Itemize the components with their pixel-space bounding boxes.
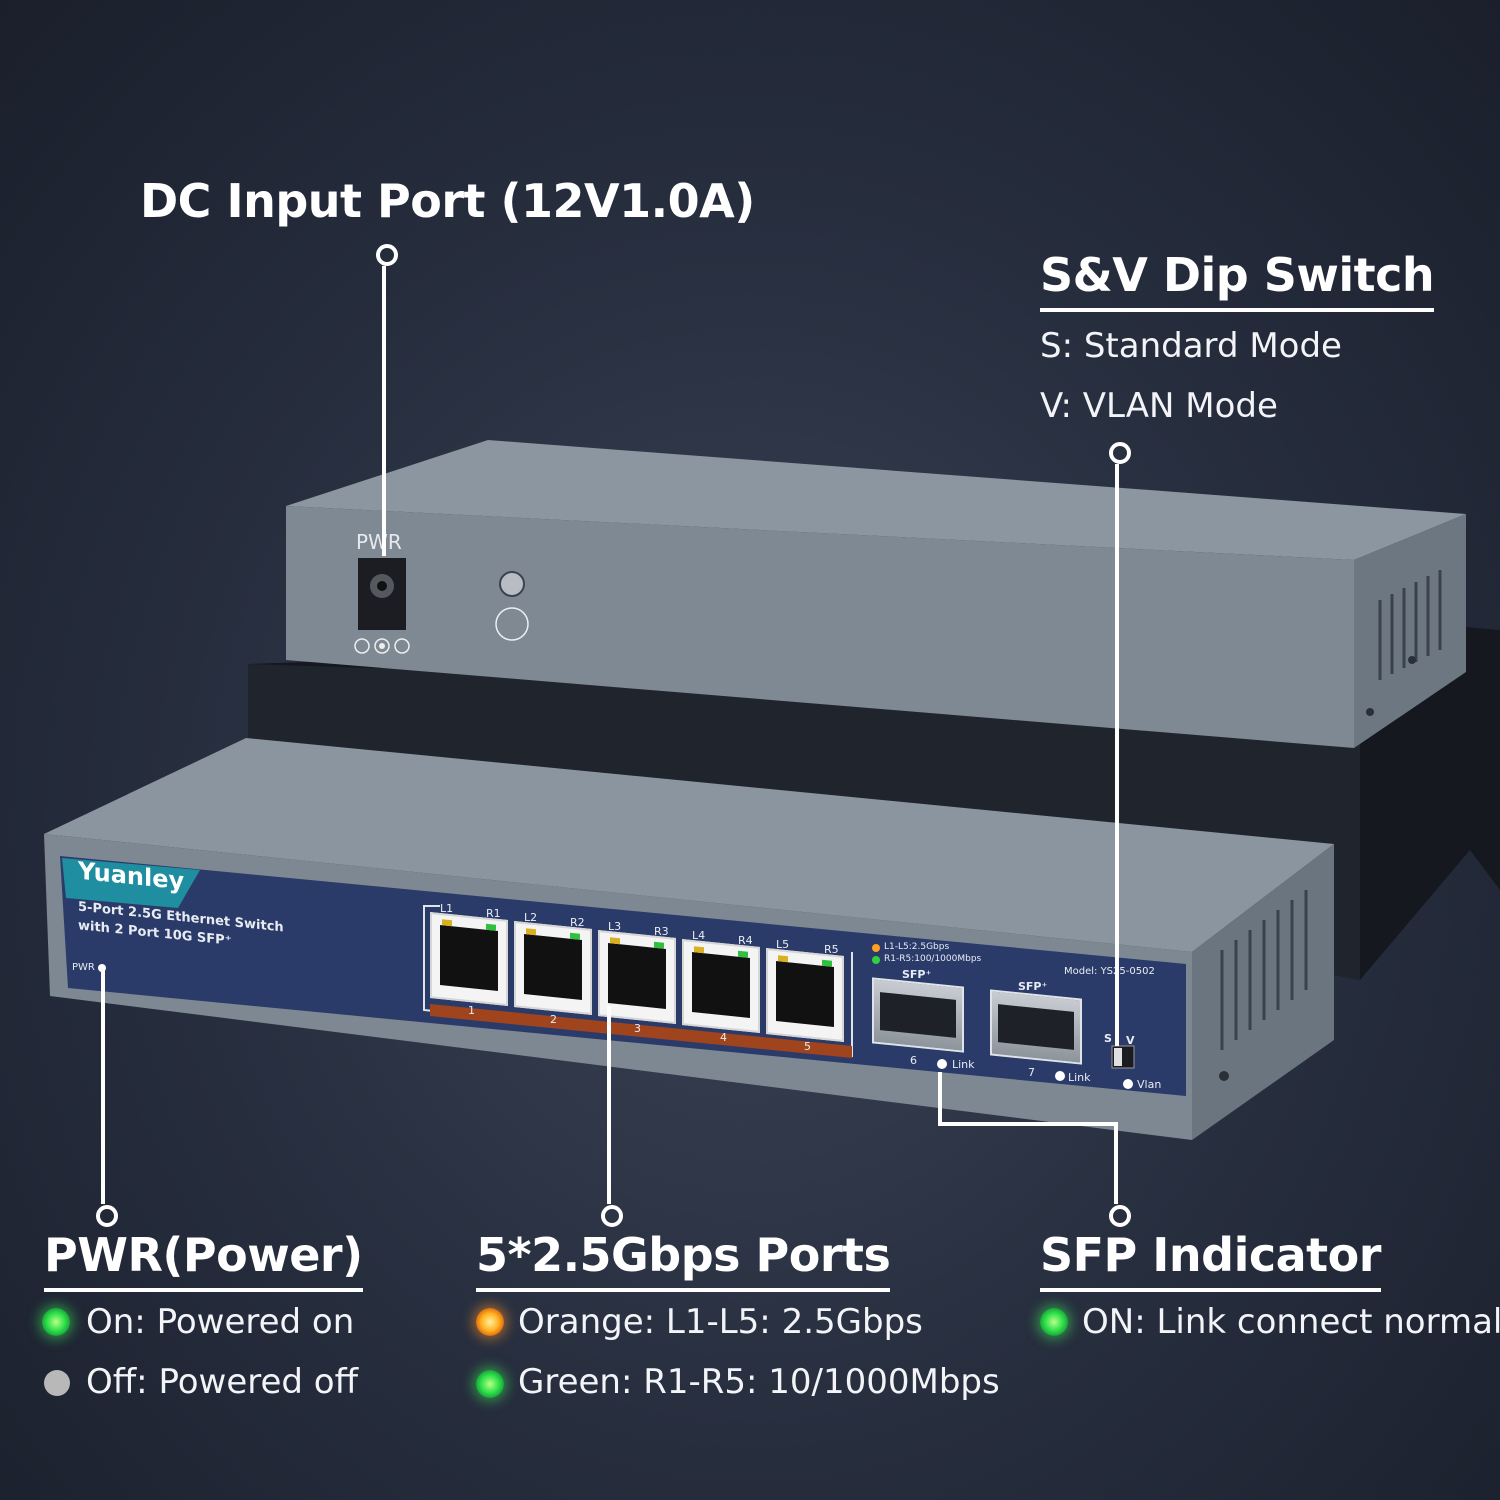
led-label-l5: L5 bbox=[776, 938, 790, 951]
led-label-l4: L4 bbox=[692, 929, 706, 942]
dip-switch-title: S&V Dip Switch bbox=[1040, 248, 1435, 312]
dip-s-label: S bbox=[1104, 1032, 1112, 1045]
dc-input-title: DC Input Port (12V1.0A) bbox=[140, 174, 755, 228]
sfp-port-7[interactable] bbox=[990, 989, 1082, 1065]
pwr-line-2: Off: Powered off bbox=[86, 1362, 359, 1402]
ports-line-2: Green: R1-R5: 10/1000Mbps bbox=[518, 1362, 1000, 1402]
back-pwr-label: PWR bbox=[356, 530, 402, 554]
sfp-number-7: 7 bbox=[1028, 1066, 1035, 1079]
dip-v-label: V bbox=[1126, 1034, 1135, 1047]
pwr-line-1: On: Powered on bbox=[86, 1302, 355, 1342]
rj45-port-2[interactable] bbox=[514, 921, 592, 1015]
model-label: Model: YS25-0502 bbox=[1064, 966, 1155, 977]
led-label-r2: R2 bbox=[570, 916, 585, 929]
led-label-r1: R1 bbox=[486, 907, 501, 920]
vlan-led-label: Vlan bbox=[1137, 1078, 1162, 1091]
ports-title: 5*2.5Gbps Ports bbox=[476, 1228, 891, 1292]
pwr-led-label: PWR bbox=[72, 962, 95, 973]
led-label-l2: L2 bbox=[524, 911, 538, 924]
pwr-off-indicator-icon bbox=[44, 1370, 70, 1396]
dip-switch-line-2: V: VLAN Mode bbox=[1040, 386, 1278, 426]
sfp-number-6: 6 bbox=[910, 1054, 917, 1067]
legend-line-1: L1-L5:2.5Gbps bbox=[884, 942, 950, 952]
port-number-3: 3 bbox=[634, 1022, 641, 1035]
ports-line-1: Orange: L1-L5: 2.5Gbps bbox=[518, 1302, 923, 1342]
legend-line-2: R1-R5:100/1000Mbps bbox=[884, 954, 982, 964]
sfp-link-label-6: Link bbox=[952, 1058, 975, 1071]
pwr-on-indicator-icon bbox=[42, 1308, 70, 1336]
sfp-label-6: SFP⁺ bbox=[902, 968, 932, 981]
rj45-port-4[interactable] bbox=[682, 939, 760, 1033]
port-number-1: 1 bbox=[468, 1004, 475, 1017]
port-number-5: 5 bbox=[804, 1040, 811, 1053]
port-number-2: 2 bbox=[550, 1013, 557, 1026]
led-label-r4: R4 bbox=[738, 934, 753, 947]
sfp-title: SFP Indicator bbox=[1040, 1228, 1381, 1292]
sfp-label-7: SFP⁺ bbox=[1018, 980, 1048, 993]
led-label-l3: L3 bbox=[608, 920, 622, 933]
orange-led-icon bbox=[476, 1308, 504, 1336]
led-label-l1: L1 bbox=[440, 902, 454, 915]
led-label-r3: R3 bbox=[654, 925, 669, 938]
rj45-port-1[interactable] bbox=[430, 912, 508, 1006]
led-label-r5: R5 bbox=[824, 943, 839, 956]
green-led-icon bbox=[476, 1370, 504, 1398]
rj45-port-5[interactable] bbox=[766, 948, 844, 1042]
sfp-port-6[interactable] bbox=[872, 977, 964, 1053]
dip-switch-line-1: S: Standard Mode bbox=[1040, 326, 1342, 366]
sfp-link-indicator-icon bbox=[1040, 1308, 1068, 1336]
sfp-line-1: ON: Link connect normal bbox=[1082, 1302, 1500, 1342]
sfp-link-label-7: Link bbox=[1068, 1071, 1091, 1084]
pwr-title: PWR(Power) bbox=[44, 1228, 363, 1292]
port-number-4: 4 bbox=[720, 1031, 727, 1044]
